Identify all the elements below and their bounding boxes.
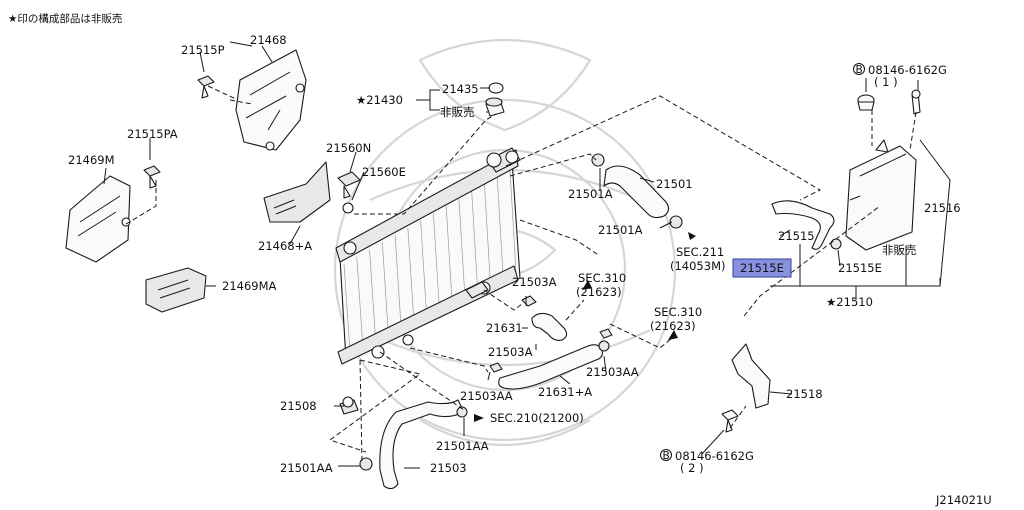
label-21503A-2[interactable]: 21503A bbox=[488, 345, 533, 359]
label-21515E[interactable]: 21515E bbox=[838, 261, 882, 275]
label-21631[interactable]: 21631 bbox=[486, 321, 523, 335]
label-21469MA[interactable]: 21469MA bbox=[222, 279, 277, 293]
radiator-fin-line bbox=[420, 220, 427, 316]
label-21501A-top[interactable]: 21501A bbox=[568, 187, 613, 201]
radiator-fin-line bbox=[343, 263, 351, 353]
radiator-fin-line bbox=[445, 206, 453, 303]
radiator-fin-line bbox=[509, 169, 517, 273]
bracket-21518 bbox=[721, 343, 771, 433]
bolt-top-symbol-circle bbox=[853, 63, 865, 75]
label-bolt-top-qty: ( 1 ) bbox=[874, 75, 898, 89]
note-text: ★印の構成部品は非販売 bbox=[8, 12, 122, 25]
label-21508[interactable]: 21508 bbox=[280, 399, 317, 413]
upper-hose-21501 bbox=[591, 153, 683, 229]
air-guide-21469M bbox=[65, 175, 131, 263]
radiator-fin-line bbox=[356, 256, 364, 346]
label-21501AA-2[interactable]: 21501AA bbox=[280, 461, 333, 475]
radiator-fin-line bbox=[471, 191, 479, 291]
part-labels: 21468 21515P 21515PA 21469M 21560N 21560… bbox=[68, 33, 992, 507]
radiator-fin-line bbox=[381, 242, 389, 334]
seal-21468A bbox=[263, 161, 331, 223]
radiator-fin-line bbox=[369, 249, 376, 340]
direction-arrows bbox=[474, 232, 696, 422]
label-21623-a[interactable]: (21623) bbox=[576, 285, 622, 299]
drain-cock-21508 bbox=[339, 396, 359, 415]
bolt-bottom-symbol-circle bbox=[660, 449, 672, 461]
clip-21515P bbox=[197, 75, 215, 99]
label-bolt-bottom-qty: ( 2 ) bbox=[680, 461, 704, 475]
hose-21631A bbox=[498, 340, 610, 390]
radiator-fin-line bbox=[433, 213, 440, 309]
radiator-core bbox=[335, 147, 521, 365]
label-21468[interactable]: 21468 bbox=[250, 33, 287, 47]
label-14053M[interactable]: (14053M) bbox=[670, 259, 725, 273]
label-21503[interactable]: 21503 bbox=[430, 461, 467, 475]
highlight-21515E-box[interactable] bbox=[732, 258, 792, 278]
radiator-fin-line bbox=[458, 198, 466, 297]
label-21515E-highlighted[interactable]: 21515E bbox=[740, 261, 784, 275]
label-sec310-a[interactable]: SEC.310 bbox=[578, 271, 626, 285]
label-21503AA-right[interactable]: 21503AA bbox=[586, 365, 639, 379]
label-bolt-top[interactable]: 08146-6162G bbox=[868, 63, 947, 77]
label-21435[interactable]: 21435 bbox=[442, 82, 479, 96]
label-21503AA[interactable]: 21503AA bbox=[460, 389, 513, 403]
label-sec211[interactable]: SEC.211 bbox=[676, 245, 724, 259]
label-21560N[interactable]: 21560N bbox=[326, 141, 371, 155]
radiator-fin-line bbox=[496, 177, 504, 279]
label-21430[interactable]: ★21430 bbox=[356, 93, 403, 107]
label-21510[interactable]: ★21510 bbox=[826, 295, 873, 309]
label-21518[interactable]: 21518 bbox=[786, 387, 823, 401]
label-21516[interactable]: 21516 bbox=[924, 201, 961, 215]
bolt-bottom-symbol: B bbox=[663, 450, 670, 462]
bolt-top-symbol: B bbox=[856, 64, 863, 76]
lower-hose-21503 bbox=[359, 399, 468, 490]
radiator-fin-line bbox=[484, 184, 491, 285]
label-sec210[interactable]: SEC.210(21200) bbox=[490, 411, 584, 425]
label-sec310-b[interactable]: SEC.310 bbox=[654, 305, 702, 319]
radiator-fin-line bbox=[407, 227, 415, 322]
diagram-id: J214021U bbox=[935, 493, 992, 507]
label-21501[interactable]: 21501 bbox=[656, 177, 693, 191]
label-not-for-sale-tank: 非販売 bbox=[882, 243, 917, 257]
label-21623-b[interactable]: (21623) bbox=[650, 319, 696, 333]
label-21560E[interactable]: 21560E bbox=[362, 165, 406, 179]
label-21501AA[interactable]: 21501AA bbox=[436, 439, 489, 453]
clips-21560 bbox=[337, 171, 361, 214]
hose-21631 bbox=[521, 295, 568, 341]
label-21515PA[interactable]: 21515PA bbox=[127, 127, 178, 141]
label-21468A[interactable]: 21468+A bbox=[258, 239, 312, 253]
label-not-for-sale-cap: 非販売 bbox=[440, 105, 475, 119]
reservoir-tank bbox=[845, 89, 921, 251]
hose-clamps bbox=[489, 328, 613, 373]
label-21503A[interactable]: 21503A bbox=[512, 275, 557, 289]
clip-21515PA bbox=[143, 165, 161, 189]
leader-lines bbox=[103, 41, 951, 469]
radiator-fin-line bbox=[394, 235, 402, 328]
label-21501A-mid[interactable]: 21501A bbox=[598, 223, 643, 237]
label-21631A[interactable]: 21631+A bbox=[538, 385, 592, 399]
seal-21469MA bbox=[145, 267, 207, 313]
label-21469M[interactable]: 21469M bbox=[68, 153, 115, 167]
air-guide-21468 bbox=[235, 49, 307, 151]
radiator-cap bbox=[485, 82, 505, 117]
label-bolt-bottom[interactable]: 08146-6162G bbox=[675, 449, 754, 463]
label-21515[interactable]: 21515 bbox=[778, 229, 815, 243]
label-21515P[interactable]: 21515P bbox=[181, 43, 225, 57]
